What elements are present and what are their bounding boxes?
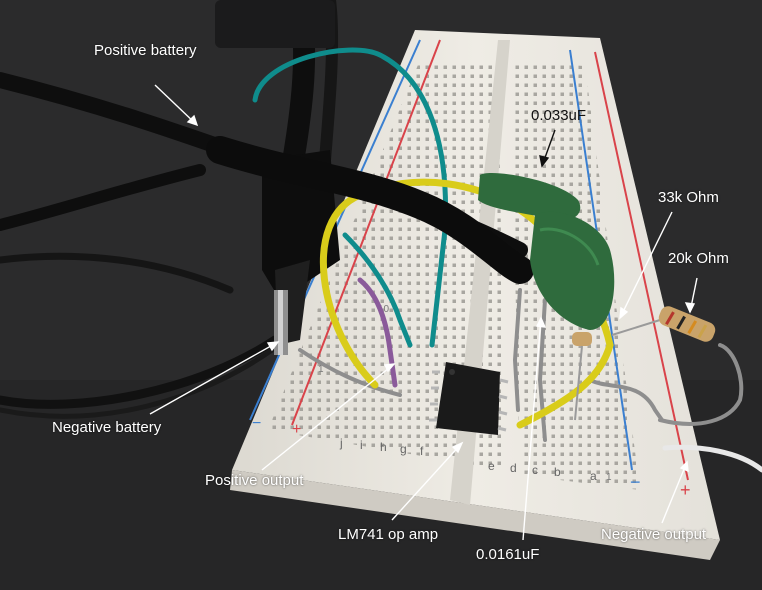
label-cap-0033uf: 0.033uF (531, 107, 587, 124)
rail-plus-right: + (680, 480, 691, 500)
arrowhead (679, 460, 689, 473)
label-negative-battery: Negative battery (52, 419, 162, 436)
arrowhead (619, 306, 629, 320)
top-cable (206, 136, 534, 284)
row-letter: i (360, 438, 363, 452)
row-letter: g (400, 442, 407, 456)
rail-minus-right: − (630, 472, 641, 492)
label-positive-battery: Positive battery (94, 42, 197, 59)
row-letter: e (488, 459, 495, 473)
dark-device (215, 0, 335, 48)
row-letter: b (554, 465, 561, 479)
row-letter: f (420, 444, 424, 458)
row-number-mid: 10 (378, 304, 390, 315)
label-res-33k: 33k Ohm (658, 189, 719, 206)
rail-minus-left: − (252, 415, 261, 432)
row-letter: j (339, 436, 343, 450)
teal-wires (252, 47, 449, 348)
resistor-33k (572, 332, 592, 421)
arrow-33k (619, 211, 673, 319)
row-letter: a (590, 469, 597, 483)
row-letter: h (380, 440, 387, 454)
arrow-0161uf (522, 317, 542, 541)
label-res-20k: 20k Ohm (668, 250, 729, 267)
row-letters-right: e d c b a (488, 459, 597, 483)
label-op-amp: LM741 op amp (338, 526, 439, 543)
arrow-op-amp (391, 442, 463, 521)
rail-right-red (594, 51, 689, 481)
row-number-left: 1 (318, 364, 324, 375)
lm741-chip (429, 362, 509, 435)
label-positive-output: Positive output (205, 472, 304, 489)
resistor-20k (611, 306, 716, 342)
arrowhead (451, 441, 464, 454)
arrow-positive-battery (154, 84, 198, 126)
annotation-arrows (149, 84, 698, 541)
white-wire (662, 444, 762, 473)
arrowhead (383, 363, 396, 373)
arrow-0033uf (539, 129, 556, 168)
rail-plus-left: + (292, 421, 301, 438)
arrow-positive-output (261, 363, 395, 471)
arrowhead (186, 114, 199, 127)
label-negative-output: Negative output (601, 526, 707, 543)
arrow-negative-output (661, 461, 688, 524)
purple-wire (357, 277, 398, 388)
row-letter: d (510, 461, 517, 475)
row-letters-left: j i h g f (339, 436, 424, 458)
row-letter: c (532, 463, 538, 477)
capacitor-00161uF (530, 211, 615, 330)
capacitor-0033uF (478, 172, 581, 221)
arrowhead (266, 341, 280, 352)
row-number-right: 1 (606, 472, 612, 483)
arrowhead (684, 302, 696, 314)
label-cap-00161uf: 0.0161uF (476, 546, 540, 563)
arrowhead (535, 316, 547, 328)
arrow-negative-battery (149, 341, 279, 415)
